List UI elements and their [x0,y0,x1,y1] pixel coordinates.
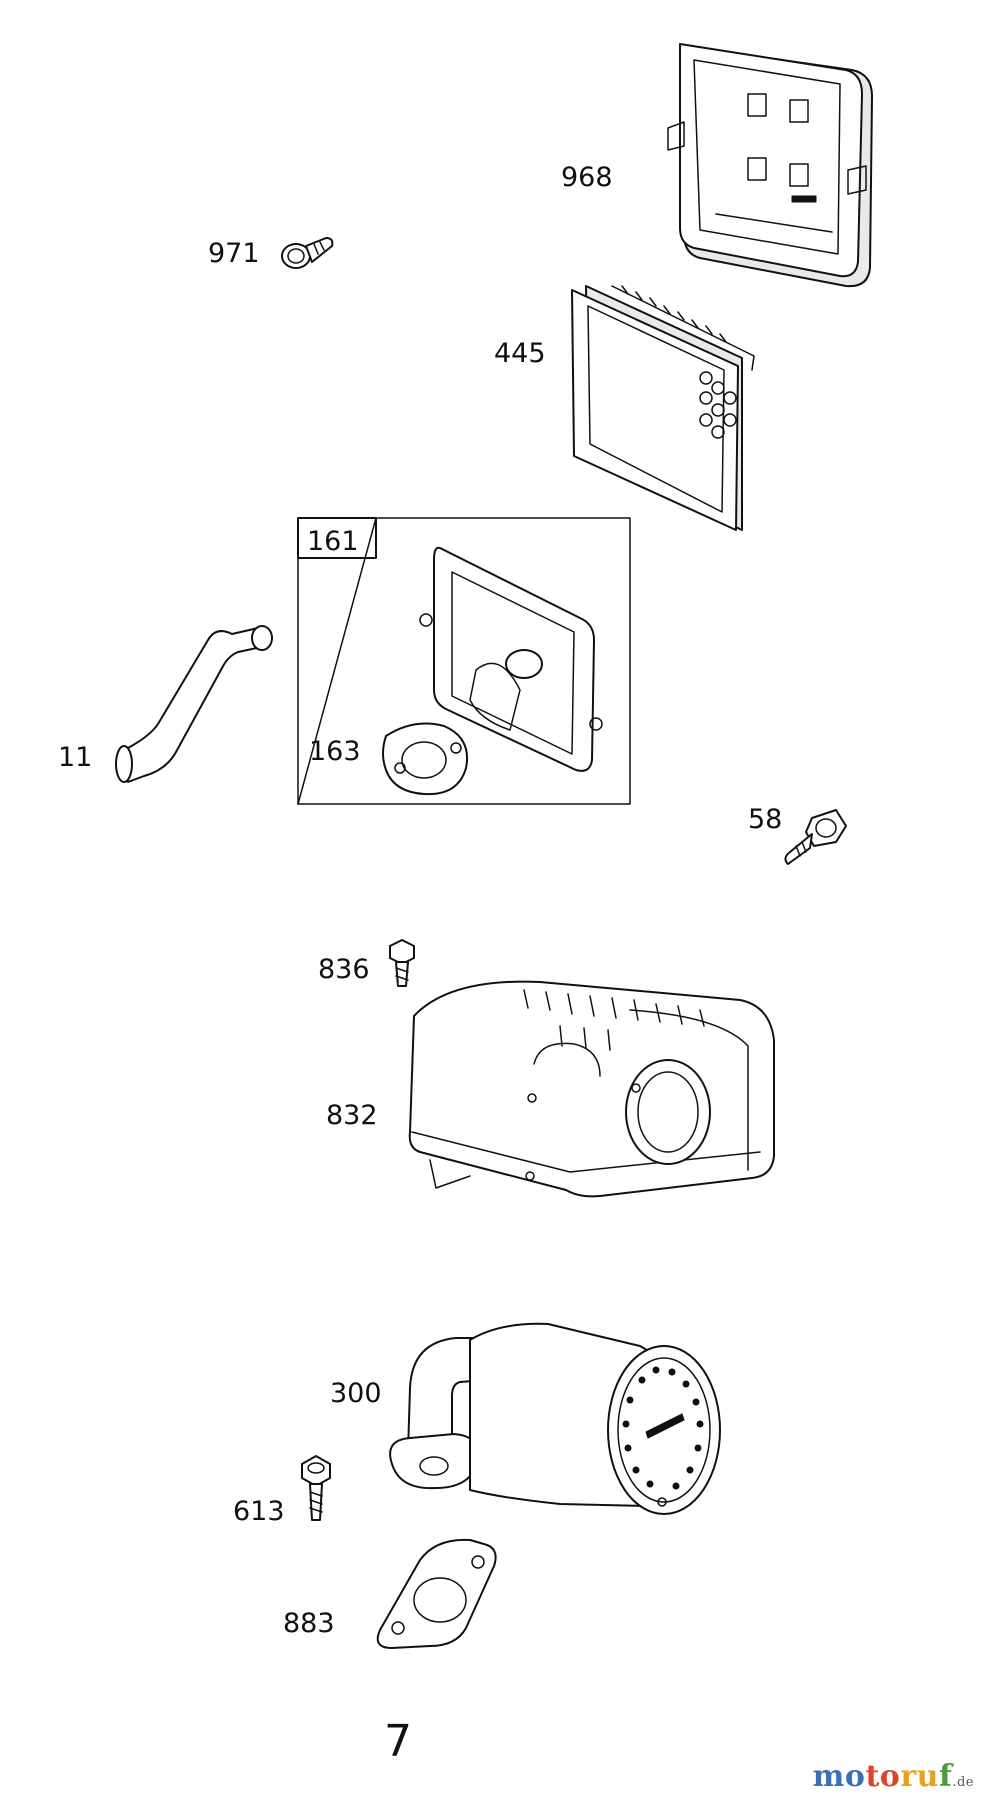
part-label-445: 445 [494,338,546,369]
part-label-832: 832 [326,1100,378,1131]
cover-knob-screw-drawing [281,237,334,269]
breather-tube-drawing [115,625,273,783]
air-cleaner-base-drawing [419,546,603,772]
muffler-screw-drawing [301,1455,331,1521]
part-label-971: 971 [208,238,260,269]
part-label-58: 58 [748,804,782,835]
part-label-300: 300 [330,1378,382,1409]
part-label-161: 161 [307,526,359,557]
air-filter-cartridge-drawing [571,285,755,531]
muffler-drawing [389,1322,721,1515]
air-cleaner-base-kit-box [297,517,631,805]
page-number: 7 [384,1716,412,1767]
guard-screw-drawing [389,939,415,987]
part-label-163: 163 [309,736,361,767]
base-gasket-drawing [382,722,468,796]
part-label-968: 968 [561,162,613,193]
air-cleaner-cover-drawing [667,43,873,288]
muffler-guard-drawing [408,980,775,1198]
exhaust-gasket-drawing [376,1538,497,1649]
part-label-883: 883 [283,1608,335,1639]
part-label-613: 613 [233,1496,285,1527]
watermark-logo: motoruf.de [812,1759,974,1794]
base-screw-drawing [784,809,847,865]
part-label-836: 836 [318,954,370,985]
part-label-11: 11 [58,742,92,773]
